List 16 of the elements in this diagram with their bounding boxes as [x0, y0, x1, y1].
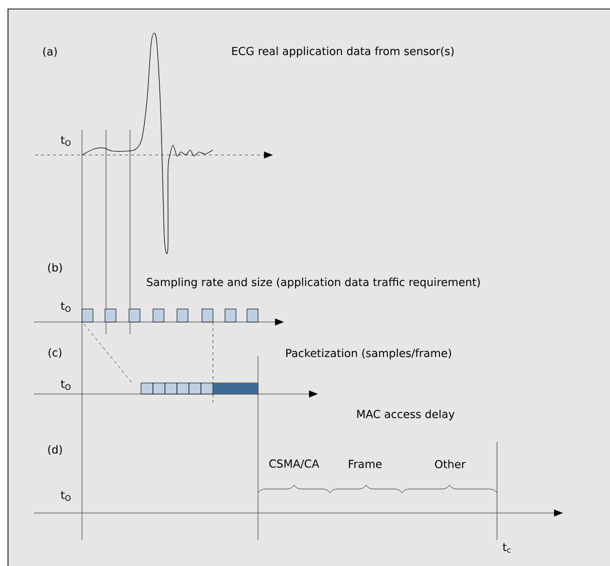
time-label: t$_{c}$	[502, 543, 511, 553]
brace-label: Other	[435, 460, 466, 468]
caption-text: Packetization (samples/frame)	[286, 348, 452, 360]
panel-label: (b)	[48, 263, 62, 273]
caption-text: Sampling rate and size (application data traffic requirement)	[146, 278, 480, 288]
time-label: t$_{O}$	[60, 380, 70, 390]
caption-text: MAC access delay	[357, 410, 454, 420]
brace-label: CSMA/CA	[269, 459, 320, 469]
time-label: t$_{O}$	[60, 136, 70, 146]
panel-label: (c)	[48, 348, 62, 358]
caption-text: ECG real application data from sensor(s)	[232, 46, 454, 58]
time-label: t$_{O}$	[60, 491, 70, 501]
brace-label: Frame	[348, 460, 382, 468]
panel-label: (a)	[43, 47, 57, 57]
time-label: t$_{O}$	[60, 302, 70, 312]
panel-label: (d)	[48, 445, 62, 455]
